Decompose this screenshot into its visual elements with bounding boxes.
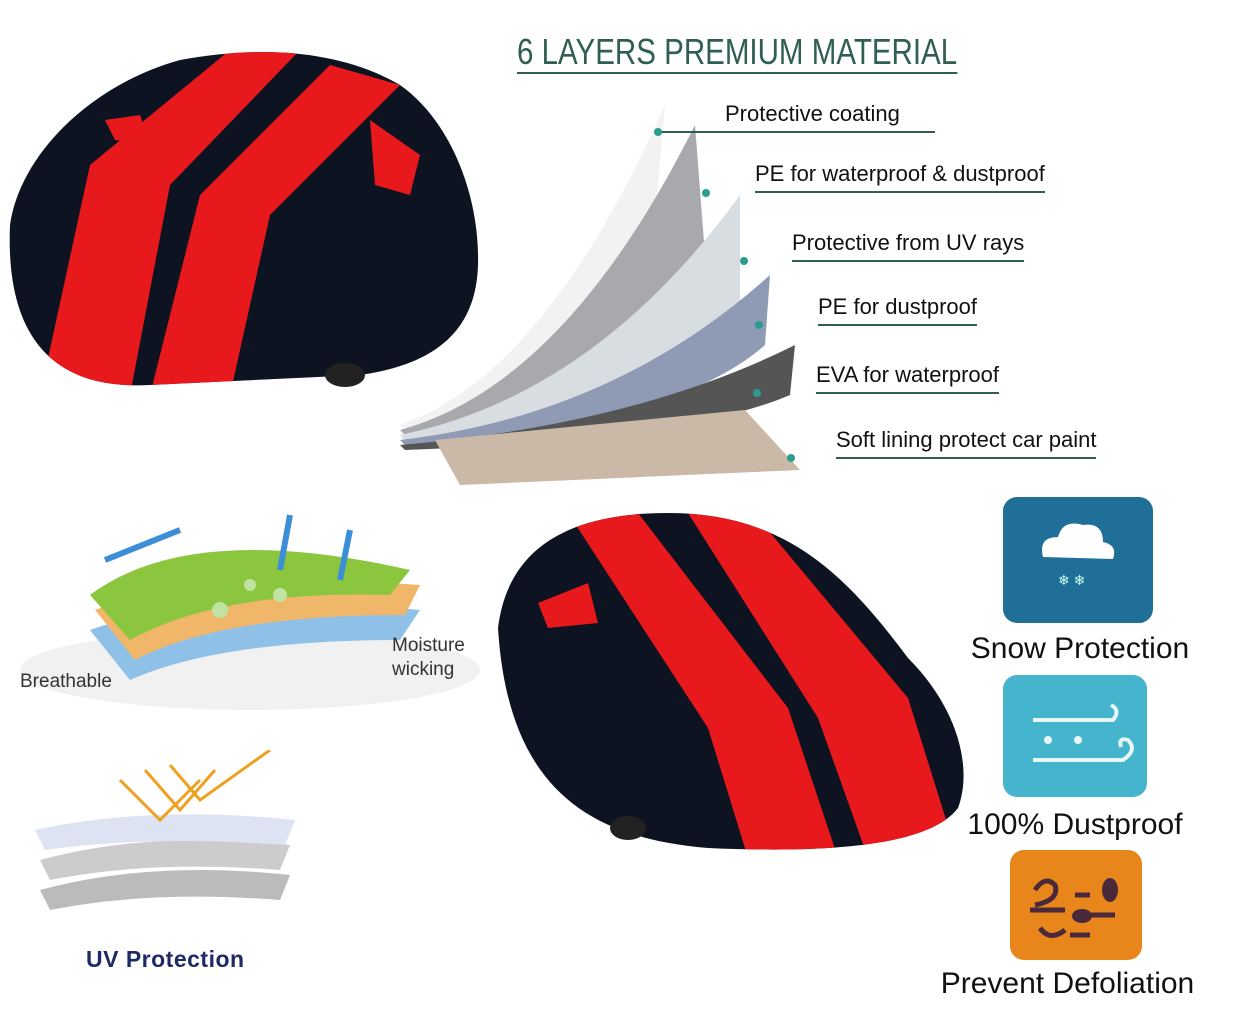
uv-protection-label: UV Protection	[86, 946, 245, 972]
moisture-label-line1: Moisture	[392, 635, 465, 656]
feature-label-dust: 100% Dustproof	[967, 808, 1183, 841]
feature-label-snow: Snow Protection	[970, 632, 1190, 665]
layer-stack-illustration	[400, 105, 800, 485]
wind-leaves-icon	[1010, 850, 1142, 960]
layer-label-1: Protective coating	[725, 101, 900, 133]
feature-label-defoliation: Prevent Defoliation	[940, 967, 1195, 1000]
material-title: 6 LAYERS PREMIUM MATERIAL	[517, 31, 958, 74]
svg-text:❄ ❄: ❄ ❄	[1058, 572, 1085, 588]
car-cover-image-top	[9, 52, 479, 387]
uv-protection-illustration	[35, 750, 295, 910]
car-cover-image-bottom	[498, 513, 964, 850]
layer-label-5: EVA for waterproof	[816, 362, 1000, 394]
layer-label-3: Protective from UV rays	[792, 230, 1025, 262]
breathable-label: Breathable	[20, 671, 112, 692]
breathable-illustration	[20, 514, 480, 710]
snow-cloud-icon: ❄ ❄	[1003, 497, 1153, 623]
moisture-label-line2: wicking	[392, 659, 455, 680]
layer-label-4: PE for dustproof	[818, 294, 977, 326]
layer-label-2: PE for waterproof & dustproof	[755, 161, 1045, 193]
wind-dust-icon	[1003, 675, 1147, 797]
layer-label-6: Soft lining protect car paint	[836, 427, 1097, 459]
